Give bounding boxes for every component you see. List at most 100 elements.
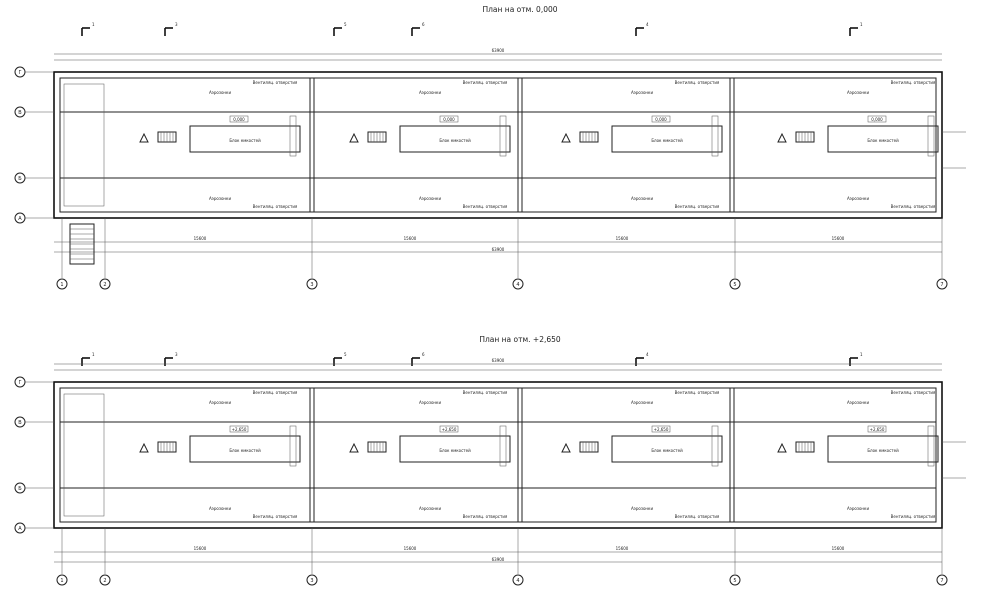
entrance-room xyxy=(63,83,105,207)
vent-note: Вентиляц. отверстия xyxy=(891,390,936,395)
warning-triangle xyxy=(777,442,787,453)
room-label: Аэрозонки xyxy=(631,196,654,201)
vent-note: Вентиляц. отверстия xyxy=(253,204,298,209)
row-axis-label: Б xyxy=(18,486,22,492)
row-axis-label: А xyxy=(18,526,22,532)
duct xyxy=(711,425,719,467)
column-axis-bubble xyxy=(729,278,741,290)
inner-wall xyxy=(59,77,937,213)
room-label: Аэрозонки xyxy=(209,196,232,201)
row-axis-label: Г xyxy=(18,380,21,386)
vent-note: Вентиляц. отверстия xyxy=(253,390,298,395)
room-label: Аэрозонки xyxy=(847,90,870,95)
room-label: Аэрозонки xyxy=(631,400,654,405)
section-mark-label: 6 xyxy=(422,352,425,357)
column-axis-bubble xyxy=(729,574,741,586)
column-axis-label: 5 xyxy=(733,578,736,584)
tank-block xyxy=(611,125,723,153)
room-label: Аэрозонки xyxy=(631,506,654,511)
level-mark-label: 0,000 xyxy=(443,117,455,122)
column-axis-bubble xyxy=(936,574,948,586)
column-axis-label: 3 xyxy=(310,282,313,288)
tank-block-label: Блок емкостей xyxy=(867,448,899,453)
column-axis-label: 7 xyxy=(940,282,943,288)
vent-note: Вентиляц. отверстия xyxy=(891,204,936,209)
section-mark-label: 4 xyxy=(646,22,649,27)
column-axis-label: 2 xyxy=(103,578,106,584)
tank-block xyxy=(827,435,939,463)
level-mark xyxy=(867,425,887,433)
vent-note: Вентиляц. отверстия xyxy=(463,514,508,519)
room-label: Аэрозонки xyxy=(419,506,442,511)
warning-triangle xyxy=(349,442,359,453)
level-mark-label: 0,000 xyxy=(655,117,667,122)
column-axis-bubble xyxy=(936,278,948,290)
room-label: Аэрозонки xyxy=(419,90,442,95)
level-mark xyxy=(229,425,249,433)
level-mark xyxy=(439,115,459,123)
vent-note: Вентиляц. отверстия xyxy=(675,390,720,395)
tank-block-label: Блок емкостей xyxy=(867,138,899,143)
column-axis-label: 7 xyxy=(940,578,943,584)
vent-note: Вентиляц. отверстия xyxy=(675,204,720,209)
section-mark-label: 1 xyxy=(92,22,95,27)
entrance-room xyxy=(63,393,105,517)
level-mark-label: 0,000 xyxy=(233,117,245,122)
row-axis-label: Б xyxy=(18,176,22,182)
room-label: Аэрозонки xyxy=(847,506,870,511)
room-label: Аэрозонки xyxy=(419,400,442,405)
column-axis-bubble xyxy=(56,574,68,586)
tank-block xyxy=(399,435,511,463)
plan-title: План на отм. 0,000 xyxy=(482,5,557,14)
row-axis-label: В xyxy=(18,110,22,116)
section-mark-label: 1 xyxy=(92,352,95,357)
room-label: Аэрозонки xyxy=(209,506,232,511)
section-mark-label: 5 xyxy=(344,22,347,27)
dimension-bay: 15600 xyxy=(194,236,207,241)
column-axis-label: 4 xyxy=(516,578,519,584)
tank-block-label: Блок емкостей xyxy=(651,448,683,453)
column-axis-label: 3 xyxy=(310,578,313,584)
section-mark-label: 1 xyxy=(860,352,863,357)
dimension-total: 63900 xyxy=(492,247,505,252)
column-axis-bubble xyxy=(99,574,111,586)
column-axis-label: 4 xyxy=(516,282,519,288)
section-mark-label: 4 xyxy=(646,352,649,357)
level-mark xyxy=(439,425,459,433)
dimension-total: 63900 xyxy=(492,48,505,53)
column-axis-bubble xyxy=(306,574,318,586)
warning-triangle xyxy=(561,442,571,453)
dimension-bay: 15600 xyxy=(832,546,845,551)
column-axis-label: 1 xyxy=(60,282,63,288)
level-mark xyxy=(651,425,671,433)
section-mark-label: 1 xyxy=(860,22,863,27)
duct xyxy=(289,425,297,467)
section-mark-label: 3 xyxy=(175,352,178,357)
tank-block-label: Блок емкостей xyxy=(439,448,471,453)
vent-note: Вентиляц. отверстия xyxy=(253,514,298,519)
column-axis-label: 2 xyxy=(103,282,106,288)
section-mark-label: 3 xyxy=(175,22,178,27)
dimension-total: 63900 xyxy=(492,358,505,363)
dimension-bay: 15600 xyxy=(404,236,417,241)
duct xyxy=(927,425,935,467)
plan-title: План на отм. +2,650 xyxy=(479,335,561,344)
row-axis-label: В xyxy=(18,420,22,426)
duct xyxy=(499,115,507,157)
warning-triangle xyxy=(777,132,787,143)
duct xyxy=(927,115,935,157)
column-axis-bubble xyxy=(512,278,524,290)
tank-block-label: Блок емкостей xyxy=(229,448,261,453)
room-label: Аэрозонки xyxy=(419,196,442,201)
outer-wall xyxy=(53,381,943,529)
column-axis-label: 1 xyxy=(60,578,63,584)
tank-block xyxy=(189,435,301,463)
duct xyxy=(499,425,507,467)
dimension-bay: 15600 xyxy=(616,236,629,241)
tank-block-label: Блок емкостей xyxy=(651,138,683,143)
room-label: Аэрозонки xyxy=(631,90,654,95)
tank-block xyxy=(399,125,511,153)
